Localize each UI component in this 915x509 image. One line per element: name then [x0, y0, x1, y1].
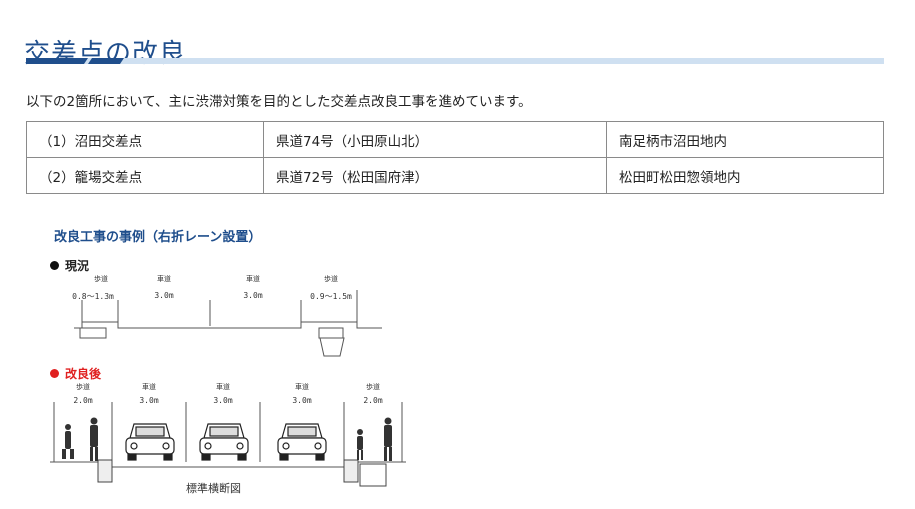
- lane-name: 車道: [142, 383, 156, 391]
- diagram-title: 改良工事の事例（右折レーン設置）: [54, 230, 262, 245]
- page-title: 交差点の改良: [24, 39, 187, 70]
- car-icon: [277, 423, 327, 461]
- lane-name: 歩道: [324, 275, 338, 283]
- lane-width: 3.0m: [243, 291, 263, 300]
- lane-width: 3.0m: [139, 396, 159, 405]
- improved-heading: 改良後: [50, 365, 101, 382]
- lane-name: 車道: [295, 383, 309, 391]
- location-area: 南足柄市沼田地内: [606, 121, 884, 158]
- intro-text: 以下の2箇所において、主に渋滞対策を目的とした交差点改良工事を進めています。: [26, 94, 532, 110]
- lane-name: 車道: [246, 275, 260, 283]
- location-road: 県道74号（小田原山北）: [263, 121, 607, 158]
- lane-width: 0.8～1.3m: [72, 292, 114, 301]
- lane-name: 車道: [216, 383, 230, 391]
- location-name: （2）籠場交差点: [26, 157, 264, 194]
- lane-width: 2.0m: [363, 396, 383, 405]
- lane-width: 0.9～1.5m: [310, 292, 352, 301]
- locations-table: （1）沼田交差点 県道74号（小田原山北） 南足柄市沼田地内 （2）籠場交差点 …: [26, 121, 884, 194]
- lane-name: 車道: [157, 275, 171, 283]
- table-row: （2）籠場交差点 県道72号（松田国府津） 松田町松田惣領地内: [26, 157, 884, 194]
- lane-name: 歩道: [94, 275, 108, 283]
- cross-section-drawing: [50, 290, 406, 487]
- location-road: 県道72号（松田国府津）: [263, 157, 607, 194]
- lane-name: 歩道: [366, 383, 380, 391]
- car-icon: [125, 423, 175, 461]
- lane-width: 3.0m: [213, 396, 233, 405]
- improved-label: 改良後: [65, 367, 102, 381]
- title-underline: [26, 58, 884, 64]
- location-area: 松田町松田惣領地内: [606, 157, 884, 194]
- car-icon: [199, 423, 249, 461]
- diagram-caption: 標準横断図: [186, 482, 241, 495]
- bullet-icon: [50, 369, 59, 378]
- lane-width: 3.0m: [154, 291, 174, 300]
- table-row: （1）沼田交差点 県道74号（小田原山北） 南足柄市沼田地内: [26, 121, 884, 158]
- current-label: 現況: [65, 259, 90, 273]
- lane-name: 歩道: [76, 383, 90, 391]
- current-heading: 現況: [50, 257, 89, 274]
- lane-width: 2.0m: [73, 396, 93, 405]
- location-name: （1）沼田交差点: [26, 121, 264, 158]
- bullet-icon: [50, 261, 59, 270]
- lane-width: 3.0m: [292, 396, 312, 405]
